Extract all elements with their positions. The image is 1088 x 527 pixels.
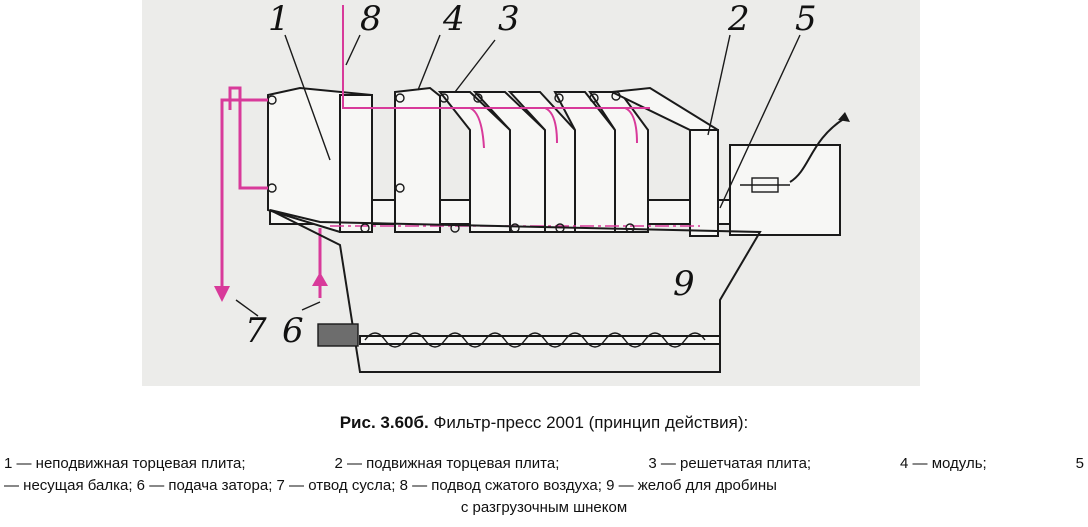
callout-2: 2 xyxy=(727,0,750,39)
callout-9: 9 xyxy=(673,264,695,304)
callout-7: 7 xyxy=(245,311,267,351)
legend-line-3: с разгрузочным шнеком xyxy=(460,499,628,516)
spent-grain-trough xyxy=(269,209,762,373)
caption-text: Фильтр-пресс 2001 (принцип действия): xyxy=(433,413,749,432)
compressed-air-line xyxy=(342,5,650,149)
filter-press-diagram: 1 8 4 3 2 5 9 7 6 xyxy=(214,0,850,373)
callout-leaders xyxy=(235,34,801,317)
legend-item: 2 — подвижная торцевая плита; xyxy=(334,455,560,472)
legend-item: 3 — решетчатая плита; xyxy=(648,455,812,472)
legend-item: 4 — модуль; xyxy=(900,455,987,472)
figure-caption: Рис. 3.60б. Фильтр-пресс 2001 (принцип д… xyxy=(0,413,1088,433)
mash-feed xyxy=(312,228,328,298)
callout-4: 4 xyxy=(442,0,465,39)
movable-end-plate xyxy=(608,86,719,237)
wort-outlet xyxy=(214,86,268,302)
legend-item: 1 — неподвижная торцевая плита; xyxy=(4,455,246,472)
figure-legend: 1 — неподвижная торцевая плита; 2 — подв… xyxy=(4,453,1084,519)
screw-motor xyxy=(317,323,359,347)
callout-8: 8 xyxy=(360,0,382,39)
legend-line-2: — несущая балка; 6 — подача затора; 7 — … xyxy=(4,477,777,494)
callout-1: 1 xyxy=(268,0,290,39)
legend-item: 5 xyxy=(1075,455,1084,472)
callout-6: 6 xyxy=(282,311,304,351)
fixed-end-plate xyxy=(267,86,373,233)
caption-label: Рис. 3.60б. xyxy=(339,413,429,432)
filter-plates xyxy=(394,86,649,233)
callout-5: 5 xyxy=(795,0,817,39)
legend-line-1: 1 — неподвижная торцевая плита; 2 — подв… xyxy=(4,453,1084,475)
callout-3: 3 xyxy=(498,0,520,39)
